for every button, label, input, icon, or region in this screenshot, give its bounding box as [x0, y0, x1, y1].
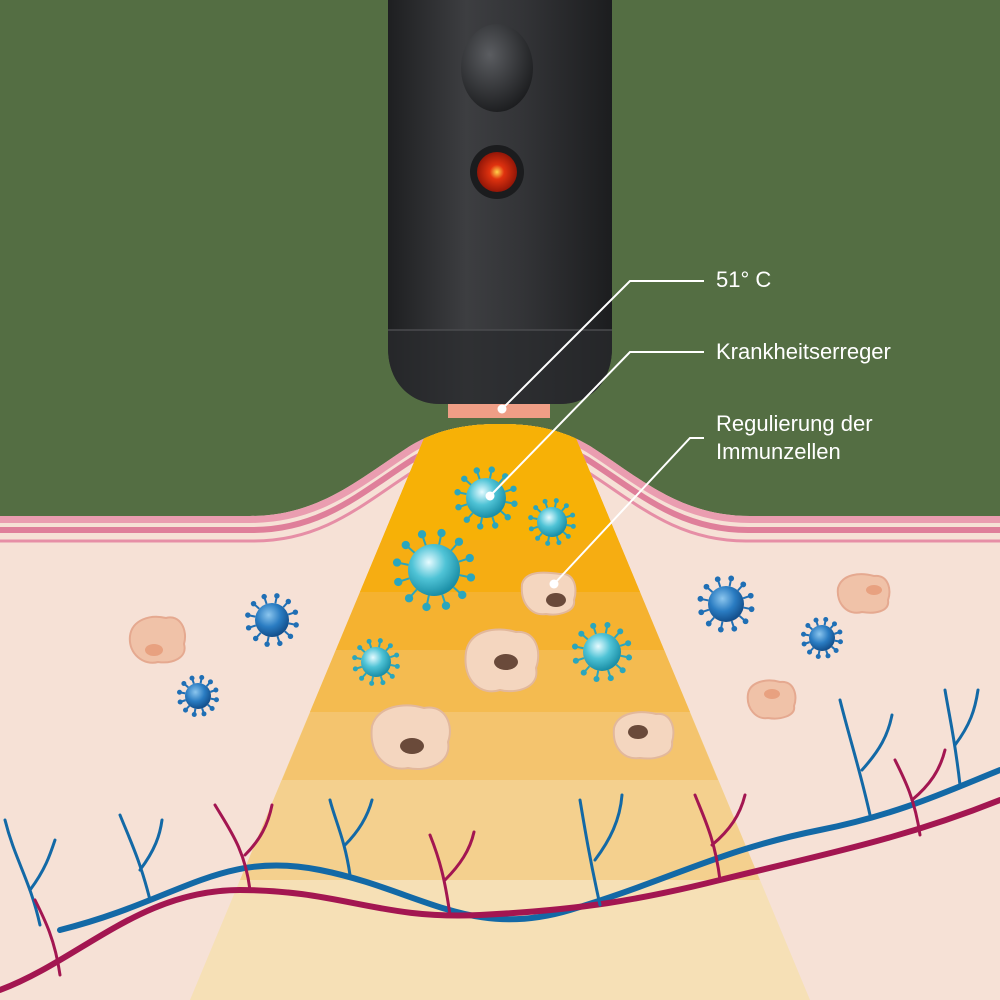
immune-regulation-label: Regulierung der Immunzellen	[716, 410, 873, 466]
indicator-light	[477, 152, 517, 192]
immune-cell-icon	[128, 615, 186, 664]
temperature-label: 51° C	[716, 267, 772, 292]
leader-dot-immune	[549, 579, 559, 589]
virus-icon	[245, 593, 299, 647]
immune-cell-icon	[370, 704, 451, 770]
virus-icon	[697, 575, 755, 633]
vein-capillaries	[3, 688, 980, 927]
immune-cell-icon	[464, 628, 540, 693]
virus-icon	[177, 675, 219, 717]
artery-main	[0, 797, 1000, 993]
virus-icon	[392, 528, 476, 612]
leader-dots	[485, 404, 559, 589]
pathogen-label: Krankheitserreger	[716, 339, 891, 364]
blood-vessels	[0, 688, 1000, 993]
virus-icon	[352, 638, 400, 686]
leader-pathogens	[489, 351, 704, 497]
leader-dot-temperature	[497, 404, 507, 414]
viruses	[177, 466, 843, 717]
immune-cell-icon	[520, 571, 577, 616]
immune-cells	[128, 571, 891, 770]
immune-cell-icon	[746, 679, 797, 720]
artery-capillaries	[33, 748, 947, 977]
vein-main	[57, 767, 1000, 933]
immune-label-line2: Immunzellen	[716, 439, 841, 464]
immune-cell-icon	[836, 573, 891, 614]
heat-device	[388, 0, 612, 418]
leader-temperature	[501, 280, 704, 410]
leader-immune	[553, 437, 704, 585]
virus-icon	[571, 621, 633, 683]
immune-cell-icon	[612, 711, 675, 760]
virus-icon	[801, 617, 843, 659]
leader-dot-pathogens	[485, 491, 495, 501]
leader-lines	[489, 280, 704, 585]
device-button	[461, 24, 533, 112]
virus-icon	[528, 498, 576, 546]
immune-label-line1: Regulierung der	[716, 411, 873, 436]
